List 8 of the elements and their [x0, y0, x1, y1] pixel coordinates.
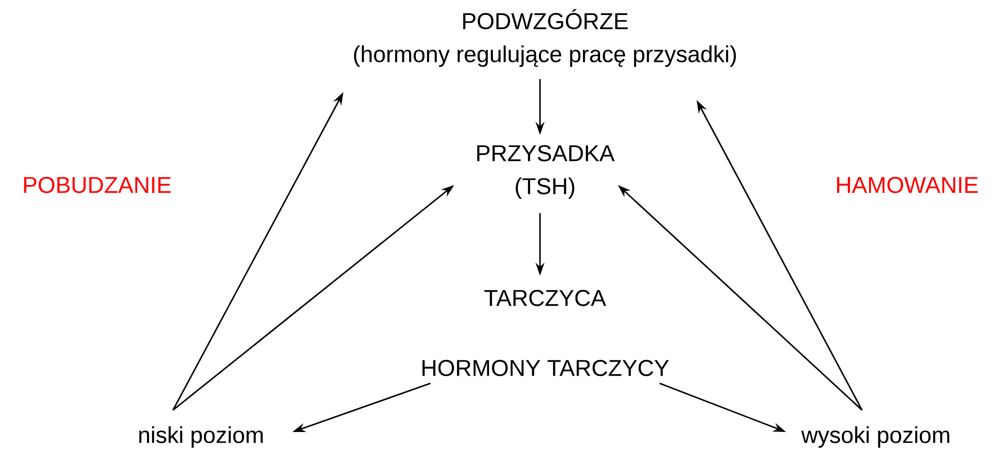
- node-text: wysoki poziom: [801, 426, 950, 448]
- side-label: POBUDZANIE: [24, 176, 171, 194]
- node-text: PRZYSADKA (TSH): [477, 145, 615, 199]
- node-text: PODWZGÓRZE (hormony regulujące pracę przysadki): [354, 9, 736, 67]
- side-label: HAMOWANIE: [837, 176, 978, 194]
- node-text: niski poziom: [139, 426, 263, 448]
- node-text: TARCZYCA: [484, 290, 606, 306]
- node-text: HORMONY TARCZYCY: [422, 360, 669, 376]
